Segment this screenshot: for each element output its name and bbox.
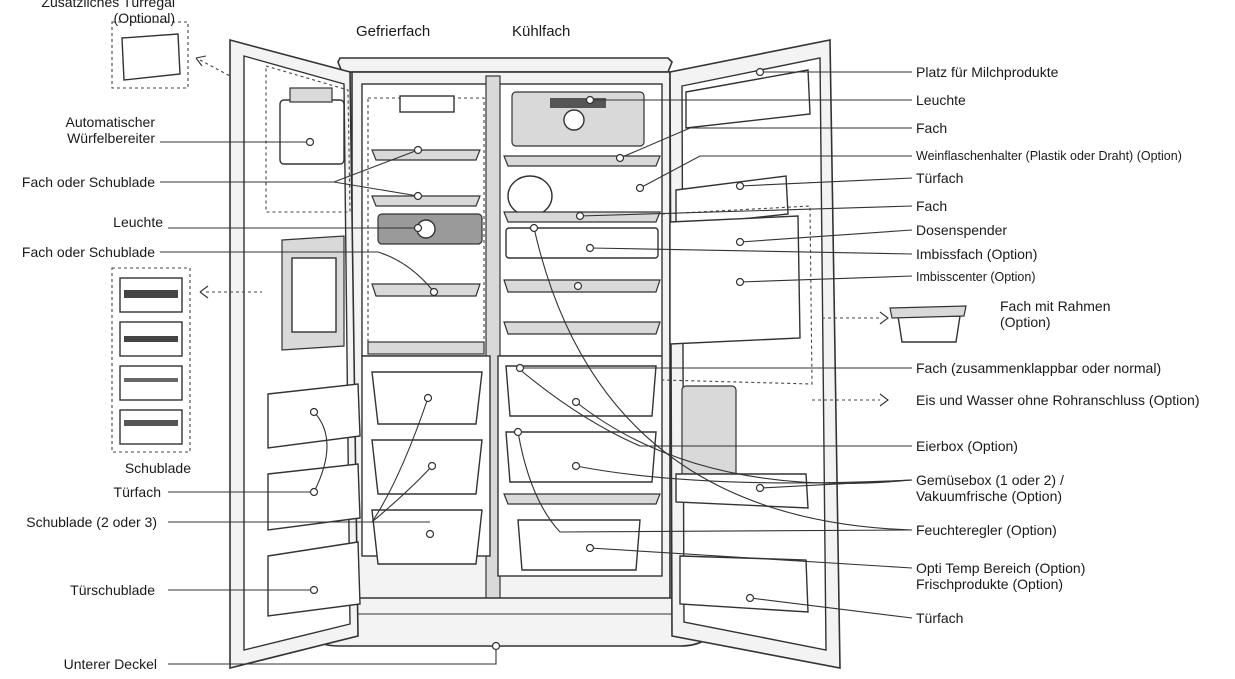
right-leader-lines: [517, 71, 913, 619]
fridge-shelves: [503, 91, 661, 571]
fridge-header: Kühlfach: [512, 23, 571, 40]
drawer-options-inset: [111, 267, 262, 453]
extra-door-shelf-inset: [111, 21, 231, 89]
lower-cover-label: Unterer Deckel: [63, 656, 157, 672]
snack-center-label: Imbisscenter (Option): [916, 270, 1036, 284]
folding-shelf-label: Fach (zusammenklappbar oder normal): [916, 360, 1162, 376]
can-dispenser-label: Dosenspender: [916, 222, 1008, 238]
drawer-label: Schublade: [124, 460, 191, 476]
light-label-right: Leuchte: [916, 92, 966, 108]
drawer-2-or-3-label: Schublade (2 oder 3): [26, 514, 157, 530]
humidity-label: Feuchteregler (Option): [916, 522, 1057, 538]
framed-shelf-inset: [812, 305, 967, 407]
framed-shelf-label: Fach mit Rahmen (Option): [1000, 298, 1111, 330]
ice-water-label: Eis und Wasser ohne Rohranschluss (Optio…: [916, 392, 1200, 408]
shelf-or-drawer-label-2: Fach oder Schublade: [21, 244, 155, 260]
shelf-label-1: Fach: [916, 120, 948, 136]
light-label-left: Leuchte: [113, 214, 163, 230]
marker-dots: [305, 67, 765, 651]
door-drawer-label: Türschublade: [70, 582, 155, 598]
opti-temp-label: Opti Temp Bereich (Option) Frischprodukt…: [916, 560, 1086, 592]
veg-box-label: Gemüsebox (1 oder 2) / Vakuumfrische (Op…: [916, 472, 1064, 504]
extra-door-shelf-label: Zusätzliches Türregal (Optional): [41, 0, 175, 26]
snack-shelf-label: Imbissfach (Option): [916, 246, 1038, 262]
egg-box-label: Eierbox (Option): [916, 438, 1018, 454]
door-bin-label-right-1: Türfach: [916, 170, 964, 186]
ice-maker-label: Automatischer Würfelbereiter: [65, 114, 155, 146]
left-door: [229, 38, 361, 670]
right-door: [661, 39, 841, 669]
left-leader-lines: [160, 141, 497, 665]
dairy-label: Platz für Milchprodukte: [916, 64, 1059, 80]
door-bin-label-right-2: Türfach: [916, 610, 964, 626]
shelf-or-drawer-label-1: Fach oder Schublade: [21, 174, 155, 190]
shelf-label-2: Fach: [916, 198, 948, 214]
freezer-header: Gefrierfach: [356, 23, 431, 40]
door-bin-label-left: Türfach: [113, 484, 161, 500]
wine-holder-label: Weinflaschenhalter (Plastik oder Draht) …: [916, 149, 1182, 163]
